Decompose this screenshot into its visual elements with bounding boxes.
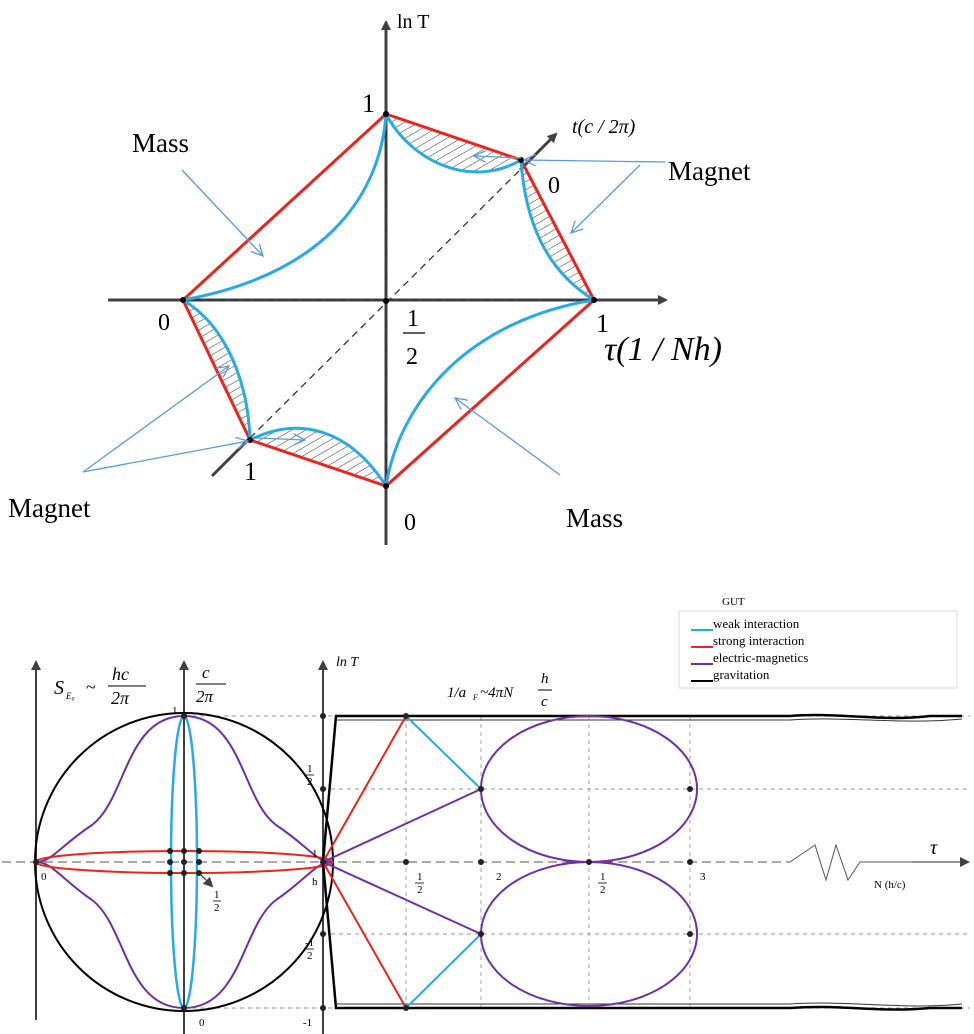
panel1-formula-sub: E₀ xyxy=(65,691,75,701)
gravitation-lower-line-2 xyxy=(336,1002,963,1007)
panel1-half-den: 2 xyxy=(214,902,220,914)
y-1: 1 xyxy=(312,848,318,860)
panel1-formula-num: hc xyxy=(112,664,129,684)
panel3-formula-rest: ~4πN xyxy=(480,685,514,701)
panel1-formula-lhs: S xyxy=(54,677,64,699)
strong-line-up xyxy=(322,715,407,863)
top-diagram: ln T t(c / 2π) τ(1 / Nh) 1 0 1 0 1 0 1 2… xyxy=(8,11,751,545)
n-label: N (h/c) xyxy=(874,879,906,891)
panel2-label-0: 0 xyxy=(199,1017,205,1029)
panel1-dots xyxy=(33,713,202,1011)
magnet-label-left: Magnet xyxy=(8,493,91,523)
weak-line-up xyxy=(405,715,482,790)
center-frac-den: 2 xyxy=(406,344,418,370)
em-line-up xyxy=(322,788,482,863)
em-line-down xyxy=(322,861,482,935)
hatch-bottom-left xyxy=(250,428,386,486)
bottom-diagram: GUT weak interaction strong interaction … xyxy=(2,596,970,1034)
vertex-left xyxy=(180,297,186,303)
vertex-bottom xyxy=(383,483,389,489)
legend: GUT weak interaction strong interaction … xyxy=(678,596,958,689)
legend-label-em: electric-magnetics xyxy=(713,650,808,665)
tick-diag-bottom-left: 1 xyxy=(244,457,257,486)
magnet-arrow-left-1 xyxy=(82,366,229,473)
panel2-axis-num: c xyxy=(202,663,210,682)
legend-box xyxy=(678,610,958,689)
legend-label-grav: gravitation xyxy=(713,667,770,682)
gravitation-lower-line xyxy=(321,861,962,1011)
x-half2-num: 1 xyxy=(600,871,606,883)
blue-curve-top-right xyxy=(384,113,522,174)
blue-curve-bottom-left xyxy=(249,426,388,487)
tick-top: 1 xyxy=(362,89,375,118)
lnT-axis-label: ln T xyxy=(397,11,429,33)
panel1-formula-mid: ~ xyxy=(86,677,96,697)
hatch-top-right xyxy=(386,114,521,173)
panel3-formula-sub: F xyxy=(472,693,478,702)
t-axis-upper xyxy=(518,132,558,172)
x-3: 3 xyxy=(700,871,706,883)
legend-title: GUT xyxy=(722,596,745,608)
dashed-diagonal xyxy=(249,169,521,439)
panel2-label-1: 1 xyxy=(172,705,178,717)
panel3-formula-num: h xyxy=(541,671,549,687)
blue-curve-top-left xyxy=(182,113,388,302)
panel1-formula-den: 2π xyxy=(111,688,130,708)
magnet-arrow-left-2 xyxy=(82,441,248,473)
blue-curve-right-upper xyxy=(519,159,595,302)
panel2-axis-den: 2π xyxy=(196,687,214,706)
vertex-top xyxy=(383,111,389,117)
strong-line-down xyxy=(322,861,407,1009)
legend-label-weak: weak interaction xyxy=(713,616,800,631)
panel1-half-num: 1 xyxy=(214,889,220,901)
y-neg-half-num: -1 xyxy=(305,937,314,949)
panel1-label-0: 0 xyxy=(41,871,47,883)
hatch-arrow-bottom xyxy=(256,438,305,440)
y-neg1: -1 xyxy=(303,1017,312,1029)
magnet-label-right: Magnet xyxy=(668,156,751,186)
panel3-formula: 1/a xyxy=(447,685,466,701)
y-h: h xyxy=(312,876,318,888)
x-2: 2 xyxy=(496,871,502,883)
t-axis-label: t(c / 2π) xyxy=(572,116,636,138)
center-dot xyxy=(383,298,389,304)
mass-label-top: Mass xyxy=(132,128,189,158)
panel3-dots xyxy=(320,713,693,1011)
magnet-arrow-right-1 xyxy=(524,160,666,162)
panel3-formula-den: c xyxy=(541,694,548,710)
panel3-axis-label: ln T xyxy=(336,655,359,670)
weak-line-down xyxy=(405,933,482,1009)
y-half-num: 1 xyxy=(307,763,313,775)
gravitation-upper-line-2 xyxy=(336,718,963,722)
tick-left: 0 xyxy=(158,310,170,336)
y-half-den: 2 xyxy=(307,776,313,788)
axis-break-zigzag xyxy=(789,843,912,882)
vertex-bottom-left xyxy=(247,437,253,443)
blue-curve-bottom-right xyxy=(384,298,595,487)
tau-label-bottom: τ xyxy=(930,837,938,859)
hatch-arrow-top xyxy=(474,156,522,158)
x-half-den: 2 xyxy=(417,884,423,896)
center-frac-num: 1 xyxy=(407,306,419,332)
magnet-arrow-right-2 xyxy=(571,164,641,233)
blue-curve-left-lower xyxy=(182,298,252,441)
x-half2-den: 2 xyxy=(600,884,606,896)
mass-arrow-top xyxy=(181,169,263,256)
legend-label-strong: strong interaction xyxy=(713,633,805,648)
panel1-pointer xyxy=(198,872,214,888)
mass-arrow-bottom xyxy=(455,398,561,476)
x-half-num: 1 xyxy=(417,871,423,883)
tau-axis-label: τ(1 / Nh) xyxy=(604,331,722,368)
tick-bottom: 0 xyxy=(404,510,416,536)
vertex-right xyxy=(591,297,597,303)
tick-diag-top-right: 0 xyxy=(548,173,560,199)
y-neg-half-den: 2 xyxy=(307,950,313,962)
mass-label-bottom: Mass xyxy=(566,503,623,533)
gravitation-upper-line xyxy=(321,713,962,863)
tick-right: 1 xyxy=(596,309,609,338)
